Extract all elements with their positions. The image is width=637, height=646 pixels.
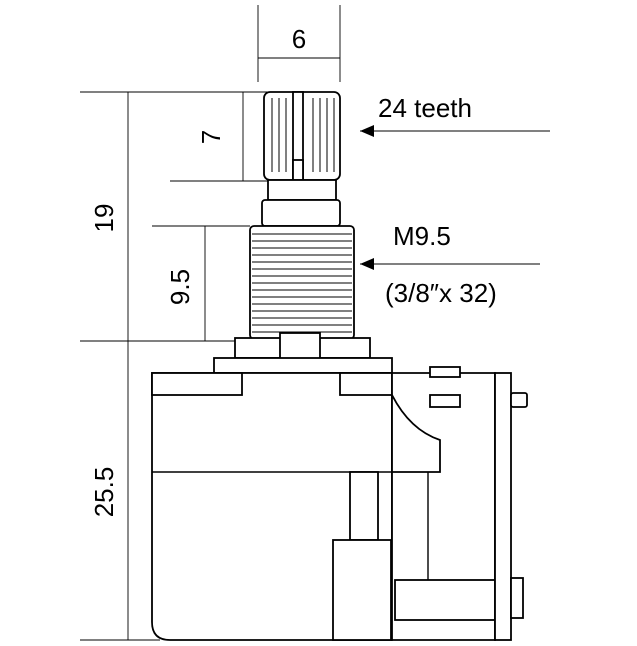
body-height-label: 25.5: [89, 467, 119, 518]
shaft-collar: [261, 179, 341, 227]
knurl-height-label: 7: [196, 130, 226, 144]
thread-length-label: 9.5: [165, 269, 195, 305]
switch-section: [391, 366, 496, 641]
annotation-knurl: 24 teeth: [360, 93, 550, 137]
mounting-flange: [213, 332, 393, 374]
shaft-length-label: 19: [89, 204, 119, 233]
knurl-teeth-label: 24 teeth: [378, 93, 472, 123]
dimension-shaft-length: 19: [80, 91, 255, 342]
knurled-shaft: [263, 91, 341, 181]
arrow-left-icon: [360, 125, 374, 137]
arrow-left-icon: [360, 258, 374, 270]
thread-metric-label: M9.5: [393, 221, 451, 251]
potentiometer-body: [151, 372, 393, 641]
dimension-shaft-diameter: 6: [257, 5, 341, 82]
dimension-thread-length: 9.5: [152, 225, 250, 341]
side-plate: [494, 372, 528, 641]
dimension-body-height: 25.5: [80, 341, 160, 641]
annotation-thread: M9.5 (3/8″x 32): [360, 221, 540, 308]
thread-imperial-label: (3/8″x 32): [385, 278, 497, 308]
threaded-bushing: [249, 225, 355, 340]
shaft-diameter-label: 6: [292, 24, 306, 54]
dimension-knurl-height: 7: [170, 91, 272, 182]
